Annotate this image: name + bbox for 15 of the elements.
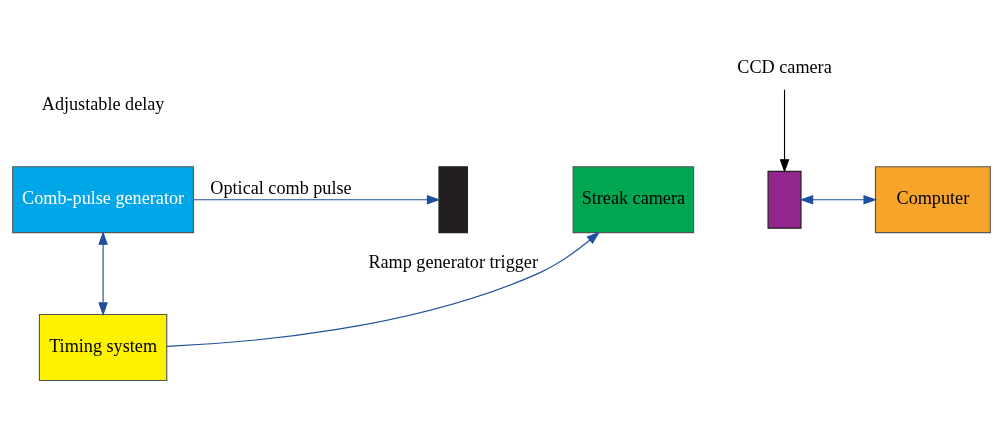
arrow bbox=[799, 194, 878, 204]
label: Adjustable delay bbox=[41, 93, 165, 114]
node-box: Streak camera bbox=[572, 165, 695, 233]
arrow bbox=[166, 231, 600, 347]
node-text: CCD camera bbox=[737, 56, 832, 77]
node-box bbox=[438, 165, 468, 233]
arrow bbox=[779, 88, 790, 173]
edge-label: Optical comb pulse bbox=[210, 177, 352, 198]
node-box: Comb-pulse generator bbox=[12, 165, 195, 233]
node-box: Timing system bbox=[38, 313, 168, 381]
edge-label: Ramp generator trigger bbox=[368, 251, 538, 272]
arrow bbox=[193, 194, 441, 204]
arrow bbox=[98, 230, 108, 316]
node-box: Computer bbox=[874, 165, 991, 233]
node-box bbox=[767, 170, 802, 229]
